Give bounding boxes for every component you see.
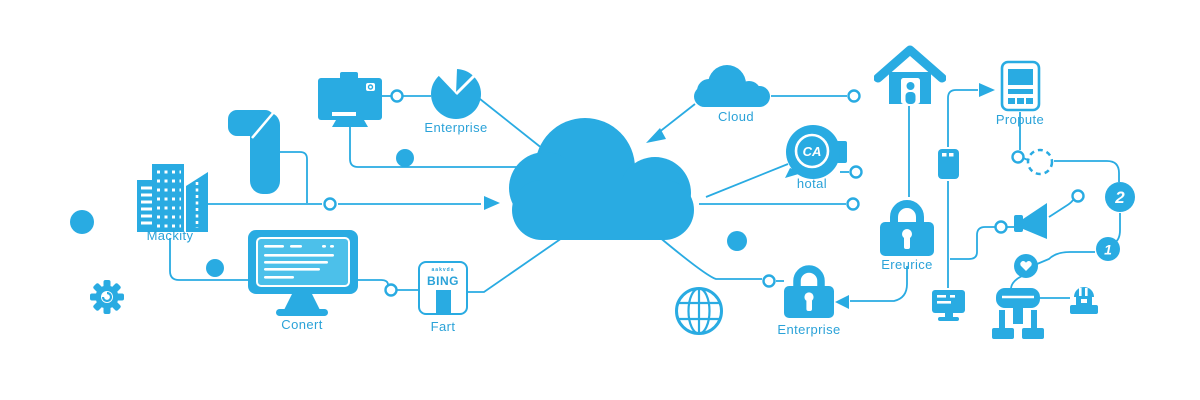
heart-circle-icon (1014, 254, 1038, 278)
storefront-small-text: aakvda (431, 267, 455, 273)
ca-badge-label: hotal (796, 176, 828, 191)
chat-badge-icon: CA (785, 125, 847, 179)
tv-monitor-icon (318, 72, 382, 127)
badge-2-value: 2 (1114, 188, 1125, 207)
city-buildings-icon (137, 164, 208, 232)
node-dots (70, 149, 747, 277)
small-cloud-icon (694, 65, 770, 107)
badge-1-value: 1 (1104, 242, 1112, 258)
storefront-door (436, 290, 451, 315)
megaphone-icon (1014, 203, 1047, 239)
tablet-icon (1000, 60, 1041, 112)
house-icon (874, 45, 946, 104)
padlock-lower-icon (784, 265, 834, 318)
city-label: Mackity (146, 228, 194, 243)
dashed-circle-icon (1026, 148, 1054, 176)
arrow-into-lock (835, 295, 849, 309)
storefront-sign-text: BING (427, 274, 459, 288)
storefront-icon: aakvda BING (418, 261, 468, 315)
lock-lower-label: Enterprise (777, 322, 841, 337)
globe-icon (675, 287, 723, 335)
server-hub-icon (992, 288, 1044, 339)
connector-rings (323, 89, 1085, 297)
store-label: Fart (430, 319, 456, 334)
desktop-monitor-icon (248, 230, 358, 316)
small-cloud-label: Cloud (718, 109, 754, 124)
number-badge-1: 1 (1096, 237, 1120, 261)
number-badge-2: 2 (1105, 182, 1135, 212)
tablet-label: Propute (995, 112, 1045, 127)
arrow-into-cloud-top-right (646, 128, 666, 143)
lock-upper-label: Ereurice (881, 257, 933, 272)
pie-label: Enterprise (424, 120, 488, 135)
gear-icon (90, 280, 124, 314)
hydrant-icon (1070, 287, 1098, 314)
chat-badge-monogram: CA (803, 144, 822, 159)
cloud-icon (509, 118, 694, 240)
arrow-into-tablet (979, 83, 995, 97)
phone-icon (938, 149, 959, 179)
arrow-heads (484, 83, 995, 309)
desktop-label: Conert (281, 317, 323, 332)
pie-chart-icon (431, 68, 481, 119)
bent-arrow-icon (228, 110, 280, 194)
padlock-upper-icon (880, 200, 934, 256)
small-monitor-icon (932, 290, 965, 321)
arrow-into-cloud-left (484, 196, 500, 210)
